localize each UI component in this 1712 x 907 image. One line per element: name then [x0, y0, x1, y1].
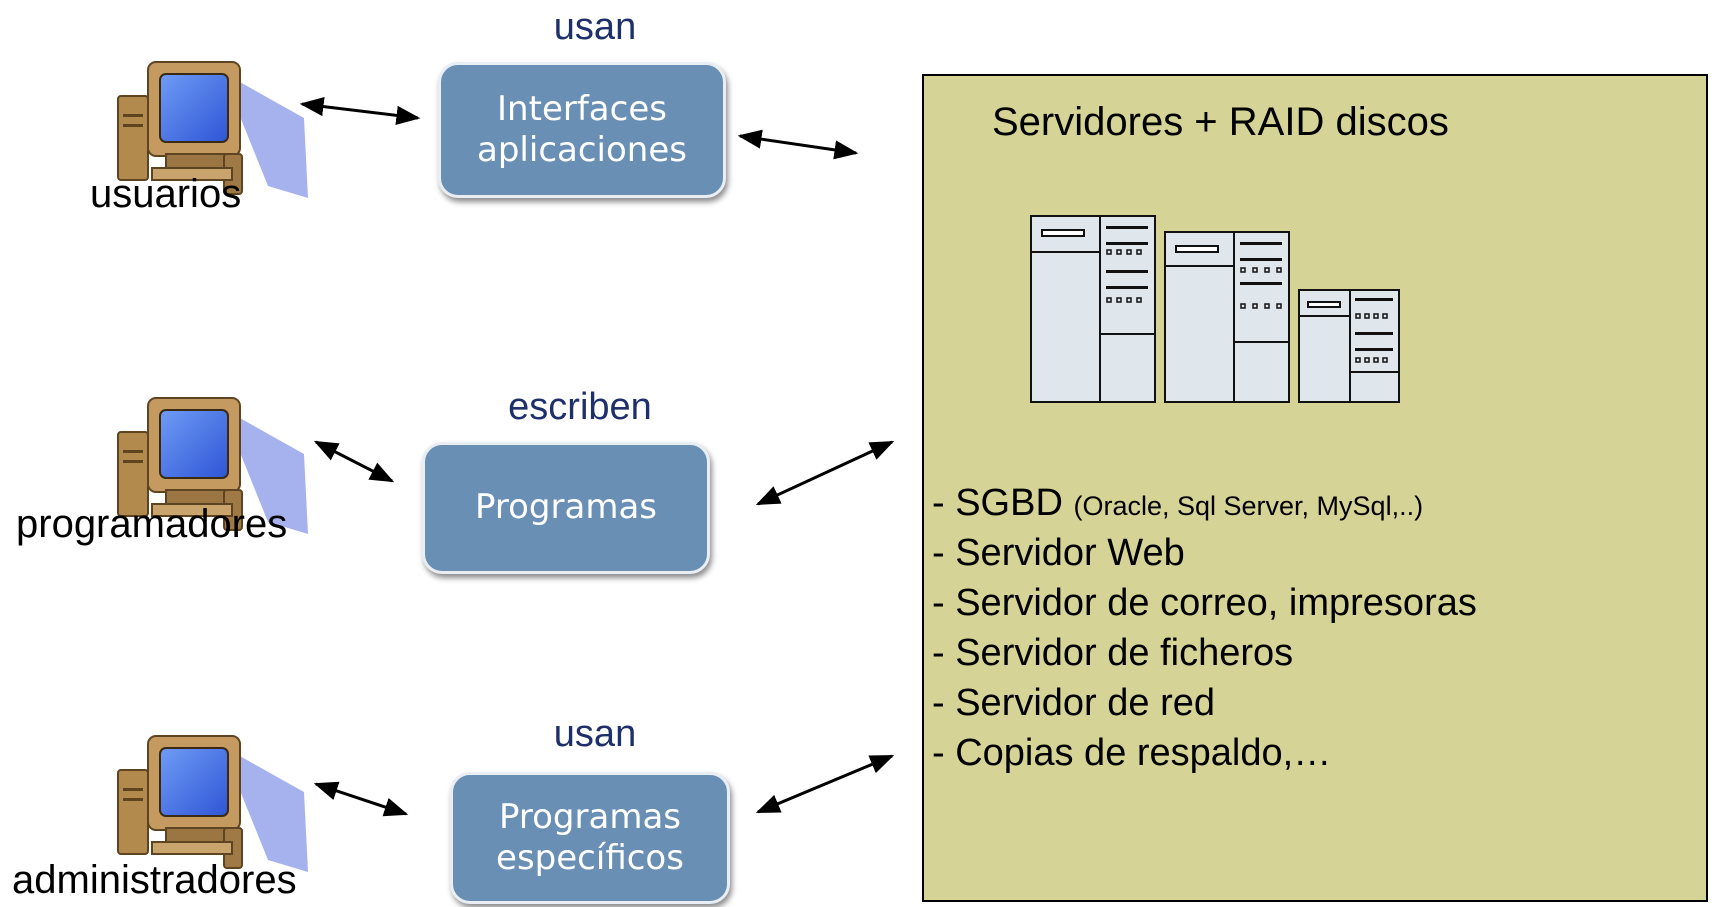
user-label-programadores: programadores [16, 502, 288, 546]
arrow-usuarios-interfaces [299, 97, 421, 125]
verb-middle: escriben [508, 386, 652, 428]
box-line: Interfaces [497, 88, 667, 129]
arrow-programas-panel [755, 440, 895, 506]
service-name: - Servidor de red [932, 682, 1216, 724]
services-list: - SGBD (Oracle, Sql Server, MySql,..) - … [932, 478, 1477, 778]
box-line: Programas [498, 796, 681, 837]
service-item: - Servidor Web [932, 528, 1477, 578]
verb-top: usan [553, 6, 637, 48]
box-interfaces-aplicaciones: Interfaces aplicaciones [438, 62, 726, 198]
verb-bottom: usan [553, 713, 637, 755]
arrow-especificos-panel [755, 754, 895, 814]
arrow-interfaces-panel [737, 129, 859, 160]
service-item: - SGBD (Oracle, Sql Server, MySql,..) [932, 478, 1477, 528]
service-item: - Servidor de ficheros [932, 628, 1477, 678]
service-name: - Servidor de ficheros [932, 632, 1294, 674]
service-detail: (Oracle, Sql Server, MySql,..) [1073, 491, 1424, 521]
service-name: - Copias de respaldo,… [932, 732, 1332, 774]
box-line: específicos [496, 838, 684, 878]
service-item: - Servidor de red [932, 678, 1477, 728]
user-label-usuarios: usuarios [90, 172, 242, 216]
box-programas: Programas [422, 442, 710, 574]
service-item: - Copias de respaldo,… [932, 728, 1477, 778]
computer-icon-administradores [117, 735, 309, 873]
arrow-administradores-especificos [313, 781, 409, 817]
box-line: Programas [474, 487, 657, 528]
arrow-programadores-programas [313, 440, 395, 483]
service-name: - Servidor de correo, impresoras [932, 582, 1477, 624]
server-rack-icon [1030, 215, 1400, 403]
user-label-administradores: administradores [12, 858, 297, 902]
box-line: aplicaciones [477, 130, 687, 170]
box-programas-especificos: Programas específicos [450, 772, 730, 904]
service-name: - SGBD [932, 482, 1074, 524]
service-item: - Servidor de correo, impresoras [932, 578, 1477, 628]
service-name: - Servidor Web [932, 532, 1185, 574]
panel-title: Servidores + RAID discos [992, 100, 1449, 144]
server-panel: Servidores + RAID discos [922, 74, 1708, 902]
